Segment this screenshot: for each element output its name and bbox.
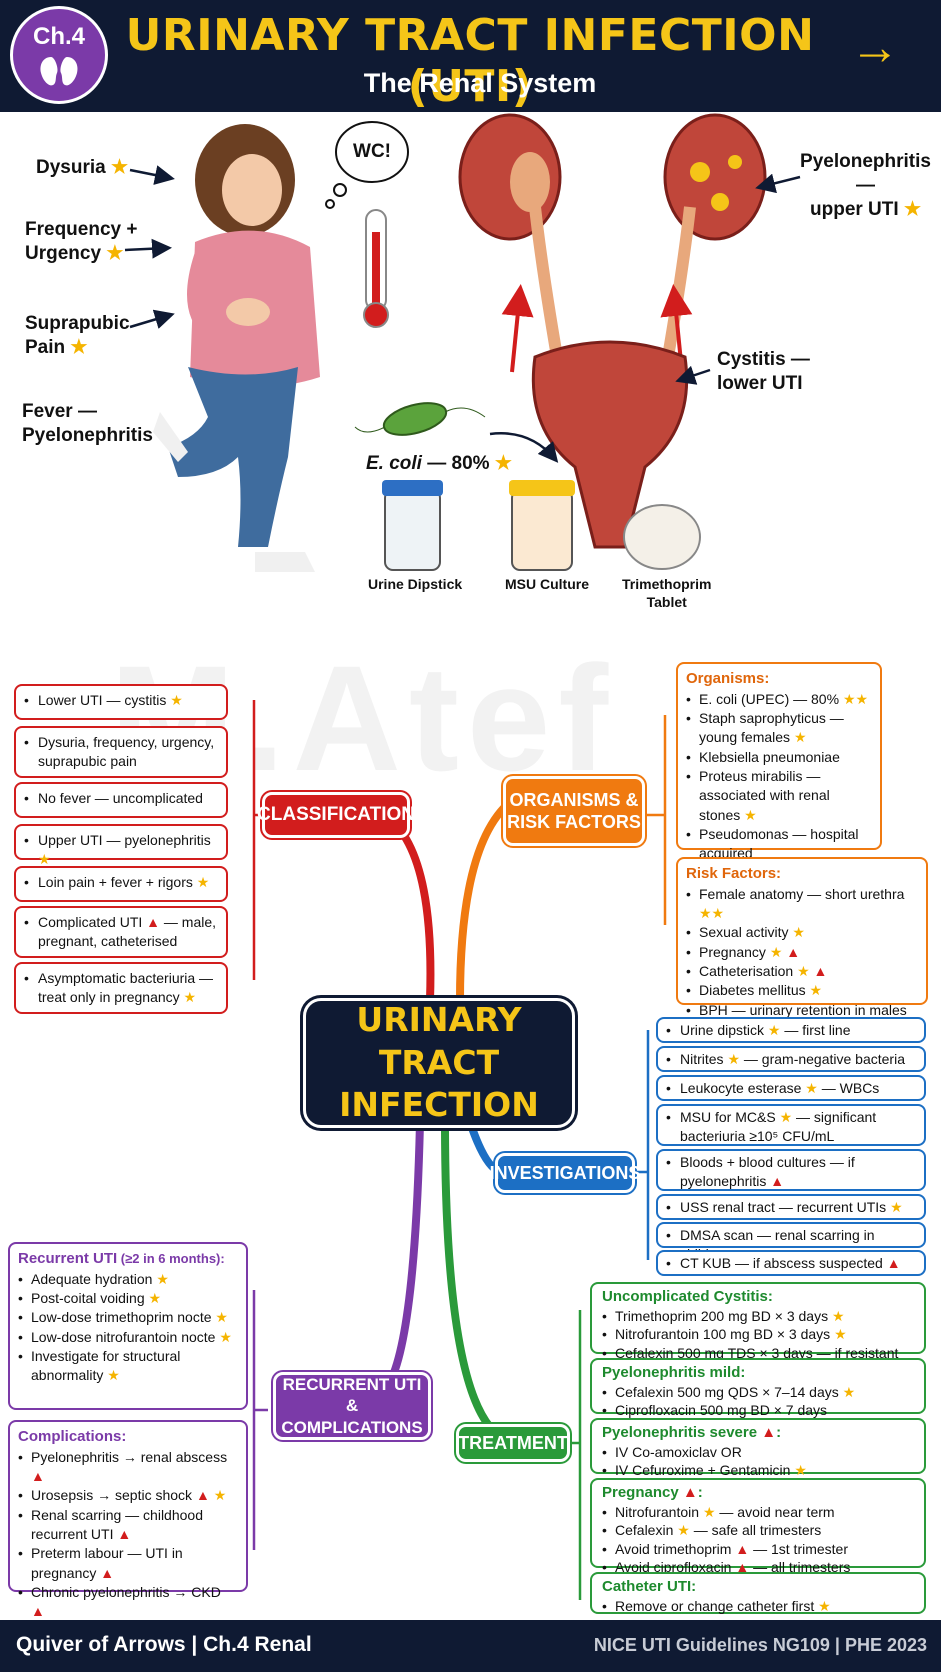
header-banner: Ch.4 URINARY TRACT INFECTION (UTI) The R…: [0, 0, 941, 112]
kidney-icon: [40, 57, 78, 86]
complications-box: Complications: Pyelonephritis → renal ab…: [8, 1420, 248, 1619]
symptom-fever: Fever —Pyelonephritis: [22, 401, 153, 446]
label-ecoli: E. coli — 80% ★: [366, 453, 512, 474]
symptom-frequency-urgency: Frequency +Urgency ★: [25, 219, 138, 264]
star-icon: ★: [903, 198, 921, 220]
next-arrow-icon[interactable]: →: [850, 19, 900, 75]
risk-factors-box: Risk Factors: Female anatomy — short ure…: [676, 857, 928, 1020]
star-icon: ★: [106, 242, 124, 264]
classification-node[interactable]: CLASSIFICATION: [257, 792, 415, 838]
classification-item: Dysuria, frequency, urgency, suprapubic …: [14, 726, 228, 778]
star-icon: ★: [70, 336, 88, 358]
chapter-badge: Ch.4: [10, 6, 108, 104]
investigation-item: DMSA scan — renal scarring in children: [656, 1222, 926, 1262]
classification-item: No fever — uncomplicated: [14, 782, 228, 818]
anatomy-illustration: [124, 113, 801, 572]
recurrent-node[interactable]: RECURRENT UTI &COMPLICATIONS: [273, 1372, 431, 1440]
label-pyelonephritis: Pyelonephritis —upper UTI ★: [800, 151, 931, 220]
warning-icon: ▲: [146, 914, 161, 930]
footer-right: NICE UTI Guidelines NG109 | PHE 2023: [593, 1635, 927, 1655]
chapter-label: Ch.4: [32, 23, 85, 50]
label-msu-culture: MSU Culture: [505, 576, 589, 592]
page-title: URINARY TRACT INFECTION (UTI): [125, 10, 815, 112]
investigation-item: Bloods + blood cultures — if pyelonephri…: [656, 1149, 926, 1191]
treatment-pyelo-severe-box: Pyelonephritis severe ▲: IV Co-amoxiclav…: [590, 1418, 926, 1480]
illustration-panel: M.Atef WC! Dysuria ★ Frequency +Urgency …: [0, 112, 941, 802]
investigation-item: Leukocyte esterase ★ — WBCs: [656, 1075, 926, 1101]
page-subtitle: The Renal System: [363, 68, 597, 98]
msu-jar-icon: [509, 480, 575, 571]
star-icon: ★: [110, 157, 129, 178]
investigation-item: CT KUB — if abscess suspected ▲: [656, 1250, 926, 1276]
dipstick-jar-icon: [382, 480, 443, 571]
organisms-node[interactable]: ORGANISMS &RISK FACTORS: [503, 776, 645, 846]
symptom-dysuria: Dysuria ★: [36, 157, 129, 178]
classification-item: Lower UTI — cystitis ★: [14, 684, 228, 720]
organisms-box: Organisms: E. coli (UPEC) — 80% ★★ Staph…: [676, 662, 882, 861]
tablet-icon: [623, 504, 701, 570]
kidney-right-icon: [663, 113, 767, 241]
bladder-icon: [531, 340, 689, 549]
investigation-item: USS renal tract — recurrent UTIs ★: [656, 1194, 926, 1220]
label-urine-dipstick: Urine Dipstick: [368, 576, 463, 592]
investigation-item: MSU for MC&S ★ — significant bacteriuria…: [656, 1104, 926, 1146]
bacterium-icon: [354, 402, 486, 436]
treatment-node[interactable]: TREATMENT: [456, 1424, 570, 1462]
speech-bubble-text: WC!: [353, 141, 391, 162]
footer-bar: Quiver of Arrows | Ch.4 Renal NICE UTI G…: [0, 1620, 941, 1672]
recurrent-uti-box: Recurrent UTI (≥2 in 6 months): Adequate…: [8, 1242, 248, 1410]
footer-left: Quiver of Arrows | Ch.4 Renal: [16, 1633, 312, 1656]
star-icon: ★: [494, 453, 512, 474]
patient-figure: [153, 124, 320, 572]
kidney-left-icon: [458, 113, 562, 241]
classification-item: Upper UTI — pyelonephritis ★: [14, 824, 228, 867]
treatment-uncomplicated-box: Uncomplicated Cystitis: Trimethoprim 200…: [590, 1282, 926, 1363]
classification-item: Loin pain + fever + rigors ★: [14, 866, 228, 902]
investigation-item: Nitrites ★ — gram-negative bacteria: [656, 1046, 926, 1072]
treatment-pyelo-mild-box: Pyelonephritis mild: Cefalexin 500 mg QD…: [590, 1358, 926, 1420]
classification-item: Complicated UTI ▲ — male, pregnant, cath…: [14, 906, 228, 958]
label-cystitis: Cystitis —lower UTI: [717, 349, 810, 394]
treatment-catheter-box: Catheter UTI: Remove or change catheter …: [590, 1572, 926, 1616]
investigation-item: Urine dipstick ★ — first line: [656, 1017, 926, 1043]
treatment-pregnancy-box: Pregnancy ▲: Nitrofurantoin ★ — avoid ne…: [590, 1478, 926, 1577]
investigations-node[interactable]: INVESTIGATIONS: [490, 1153, 640, 1193]
classification-item: Asymptomatic bacteriuria — treat only in…: [14, 962, 228, 1014]
